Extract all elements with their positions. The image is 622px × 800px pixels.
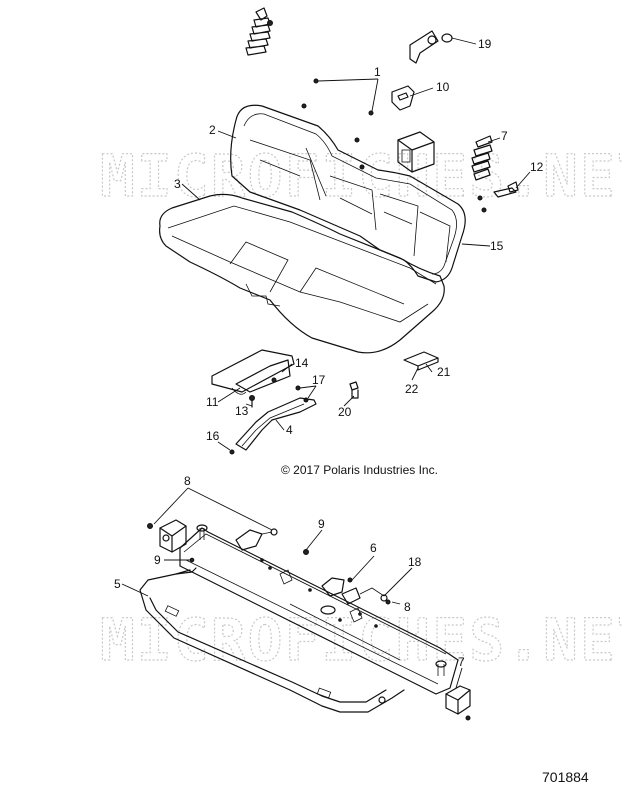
callout-16: 16	[206, 429, 220, 443]
leader-lines	[121, 78, 491, 689]
part-7-latch-left	[147, 519, 187, 553]
part-8-bolt-lower	[385, 599, 391, 605]
callout-8-lower: 8	[404, 600, 411, 614]
callout-21: 21	[437, 365, 451, 379]
part-19-bracket	[409, 30, 477, 64]
part-7-latch-upper	[397, 131, 435, 173]
callout-9-upper: 9	[318, 517, 325, 531]
callout-11: 11	[206, 395, 219, 409]
part-8-buckle	[235, 528, 278, 551]
top-spring-part	[245, 7, 273, 56]
callouts: 1 2 3 4 5 6 7 7 8 8 9 9 10 11 12 13 14 1…	[114, 37, 544, 669]
part-11-14-bracket	[211, 349, 295, 395]
callout-13: 13	[235, 404, 249, 418]
part-7-spring-upper-right	[471, 135, 501, 181]
callout-8-upper: 8	[184, 474, 191, 488]
seat-bottom	[159, 193, 445, 354]
part-21-cover	[403, 351, 439, 371]
seat-backrest	[230, 104, 466, 283]
seat-frame-tube	[139, 567, 405, 713]
callout-19: 19	[478, 37, 492, 51]
diagram-id: 701884	[542, 769, 589, 785]
watermark-top: MICROFICHES.NET	[100, 142, 622, 210]
part-10-buckle	[391, 85, 434, 111]
callout-7-upper: 7	[501, 129, 508, 143]
part-7-latch-lower	[445, 685, 471, 721]
callout-4: 4	[286, 423, 293, 437]
callout-18: 18	[408, 555, 422, 569]
callout-15: 15	[490, 239, 504, 253]
callout-6: 6	[370, 541, 377, 555]
callout-14: 14	[295, 356, 309, 370]
part-6-buckle	[321, 577, 388, 605]
part-12-pin	[493, 171, 531, 198]
part-20-pin	[349, 381, 359, 399]
callout-22: 22	[405, 382, 419, 396]
callout-17: 17	[312, 373, 326, 387]
part-4-strap	[229, 397, 317, 455]
seat-frame-crossbar	[179, 524, 459, 695]
callout-20: 20	[338, 405, 352, 419]
callout-3: 3	[174, 177, 181, 191]
callout-2: 2	[209, 123, 216, 137]
seat-fasteners	[301, 78, 487, 213]
copyright-text: © 2017 Polaris Industries Inc.	[281, 463, 438, 477]
callout-12: 12	[530, 160, 544, 174]
callout-5: 5	[114, 577, 121, 591]
callout-10: 10	[436, 80, 450, 94]
callout-1: 1	[374, 65, 381, 79]
callout-7-lower: 7	[458, 655, 465, 669]
callout-9-lower: 9	[154, 553, 161, 567]
